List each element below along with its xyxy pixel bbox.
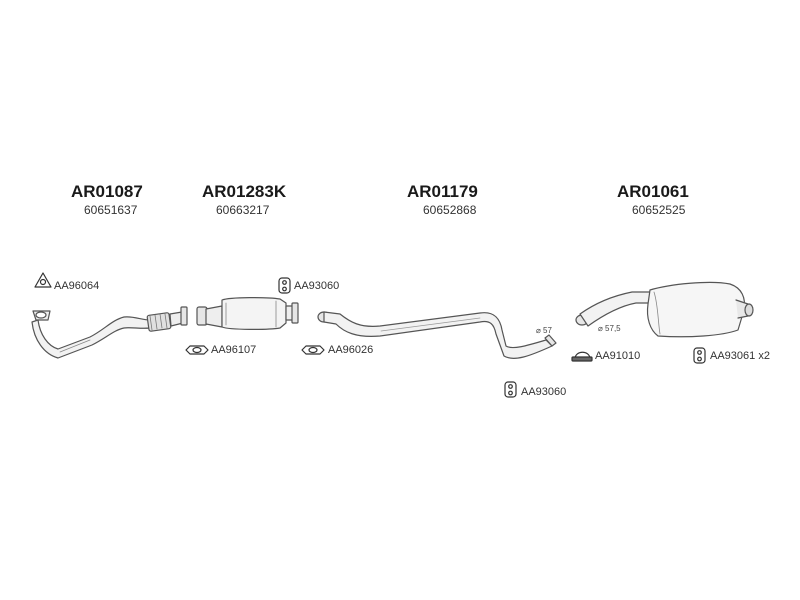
label-aa91010: AA91010 [595, 350, 641, 362]
part-code-ar01087: AR01087 [71, 182, 143, 201]
part-code-ar01283k: AR01283K [202, 182, 287, 201]
part-ref-60663217: 60663217 [216, 203, 270, 217]
catalyst-ar01283k [196, 297, 299, 330]
label-aa93060-bottom: AA93060 [521, 386, 567, 398]
part-code-ar01179: AR01179 [407, 182, 478, 201]
part-code-ar01061: AR01061 [617, 182, 689, 201]
label-aa96026: AA96026 [328, 344, 374, 356]
label-aa93060-top: AA93060 [294, 280, 340, 292]
rubber-hanger-icon [693, 347, 706, 364]
part-ref-60652525: 60652525 [632, 203, 686, 217]
label-aa96064: AA96064 [54, 280, 100, 292]
rubber-hanger-icon [504, 381, 517, 398]
gasket-oval-icon [301, 345, 325, 355]
diameter-label-57-5: ⌀ 57,5 [598, 324, 621, 333]
gasket-oval-icon [185, 345, 209, 355]
label-aa93061: AA93061 x2 [710, 350, 770, 362]
label-aa96107: AA96107 [211, 344, 257, 356]
clamp-icon [571, 351, 593, 362]
rubber-hanger-icon [278, 277, 291, 294]
front-pipe-ar01087 [31, 306, 188, 359]
diameter-label-57: ⌀ 57 [536, 326, 552, 335]
part-ref-60651637: 60651637 [84, 203, 138, 217]
gasket-triangle-icon [34, 272, 52, 288]
part-ref-60652868: 60652868 [423, 203, 477, 217]
intermediate-pipe-ar01179 [317, 311, 557, 359]
rear-silencer-ar01061 [575, 281, 754, 338]
